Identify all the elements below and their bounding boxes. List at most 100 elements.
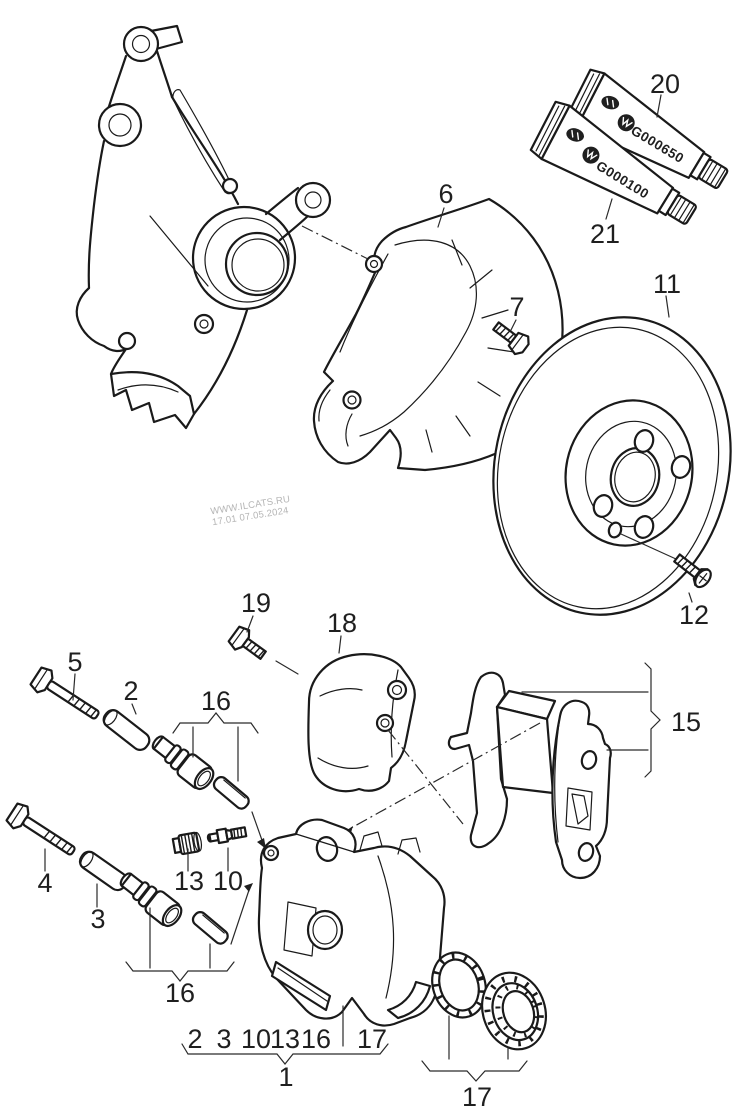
alignment-dashdot	[388, 730, 463, 824]
bracket-16-upper	[173, 713, 258, 733]
callout-6[interactable]: 6	[438, 179, 453, 209]
guide-bolt-lower	[5, 801, 80, 863]
sleeve-end	[78, 850, 95, 869]
bracket-16-lower	[126, 962, 234, 981]
callout-10[interactable]: 10	[213, 866, 243, 896]
plate-thickness	[555, 716, 560, 842]
bolt-shank	[243, 639, 266, 659]
callout-4[interactable]: 4	[37, 868, 52, 898]
bolt-shank	[22, 816, 76, 855]
small-boss	[195, 315, 213, 333]
callout-row-13[interactable]: 13	[270, 1024, 300, 1054]
disc-rim	[472, 306, 744, 629]
callout-1[interactable]: 1	[278, 1062, 293, 1092]
set-screw-hole	[607, 521, 623, 539]
pad-backing-plate	[553, 701, 611, 878]
brake-pad-inner	[553, 701, 611, 878]
callout-row-16[interactable]: 16	[301, 1024, 331, 1054]
heat-shield-outline	[308, 654, 414, 791]
body-right-edge	[194, 310, 247, 414]
boot-segments	[492, 982, 543, 1041]
callout-16-upper[interactable]: 16	[201, 686, 231, 716]
guide-sleeve-small-upper	[212, 775, 252, 811]
tie-rod-boss	[296, 183, 330, 217]
small-boss-bore	[200, 320, 208, 328]
callout-row-3[interactable]: 3	[216, 1024, 231, 1054]
alignment-dashdot	[302, 226, 368, 259]
pad-hole	[577, 841, 595, 862]
callout-15[interactable]: 15	[671, 707, 701, 737]
callout-20[interactable]: 20	[650, 69, 680, 99]
grease-tube-21: G000100	[526, 98, 707, 241]
callout-row-10[interactable]: 10	[241, 1024, 271, 1054]
callout-3[interactable]: 3	[90, 904, 105, 934]
strut-eye-upper-bore	[133, 36, 150, 53]
leader-line	[276, 661, 298, 674]
callout-18[interactable]: 18	[327, 608, 357, 638]
guide-bushing-upper	[147, 730, 217, 793]
heat-shield-hole	[388, 681, 406, 699]
arrowhead-icon	[257, 838, 266, 849]
callout-5[interactable]: 5	[67, 647, 82, 677]
callout-7[interactable]: 7	[509, 292, 524, 322]
hub-bore	[226, 233, 288, 295]
balljoint-fork	[111, 372, 194, 428]
steering-knuckle	[77, 26, 330, 428]
arrowhead-icon	[244, 883, 253, 892]
detail-line	[150, 216, 208, 286]
vw-logo-glyph	[585, 150, 597, 160]
plug	[172, 832, 202, 855]
callout-row-17[interactable]: 17	[357, 1024, 387, 1054]
lower-ear	[77, 288, 126, 374]
brand-oval-logo-icon	[566, 128, 584, 142]
body-left-edge	[89, 141, 104, 288]
seal-segments	[428, 950, 489, 1020]
callout-17[interactable]: 17	[462, 1082, 492, 1112]
bracket-17	[422, 1061, 527, 1081]
boot-opening	[498, 987, 540, 1036]
bridge-edge	[378, 856, 394, 998]
piston-bore	[313, 916, 337, 944]
spring-clip	[572, 794, 588, 824]
bolt-head	[507, 330, 532, 357]
vw-logo-icon	[582, 146, 600, 164]
callout-19[interactable]: 19	[241, 588, 271, 618]
leader-line	[252, 812, 263, 843]
vw-logo-glyph	[620, 118, 632, 128]
callout-2[interactable]: 2	[123, 676, 138, 706]
callout-16-lower[interactable]: 16	[165, 978, 195, 1008]
pad-hole	[580, 749, 598, 770]
piston-boot	[472, 964, 555, 1057]
tie-rod-boss-bore	[305, 192, 321, 208]
wheel-bolt-holes	[591, 428, 693, 540]
callout-12[interactable]: 12	[679, 600, 709, 630]
plug-end	[193, 832, 203, 852]
guide-sleeve-small-lower	[191, 910, 231, 946]
arm-edge	[157, 51, 172, 97]
guide-bushing-lower	[115, 867, 185, 930]
heat-shield	[308, 654, 414, 791]
caliper-housing	[259, 820, 445, 1026]
grease-tube-20: G000650	[562, 66, 739, 205]
center-bore-edge	[610, 448, 660, 505]
bracket-1	[182, 1044, 388, 1064]
hub-bore-inner	[232, 239, 284, 291]
steering-arm-top	[266, 188, 298, 214]
heat-shield-bolt	[227, 624, 270, 665]
callout-11[interactable]: 11	[653, 269, 681, 299]
callout-row-2[interactable]: 2	[187, 1024, 202, 1054]
finger-tab	[398, 838, 420, 854]
friction-block-face	[497, 707, 553, 793]
shield-bolt	[489, 317, 532, 357]
detail-line	[278, 968, 327, 1001]
shield-lower-hole-bore	[348, 396, 356, 404]
callout-13[interactable]: 13	[174, 866, 204, 896]
shield-lower-hole	[344, 392, 361, 409]
phillips-cross-icon	[696, 571, 710, 585]
callout-21[interactable]: 21	[590, 219, 620, 249]
leader-line	[231, 890, 249, 944]
cup-mouth	[191, 765, 217, 793]
detail-line	[118, 385, 178, 392]
